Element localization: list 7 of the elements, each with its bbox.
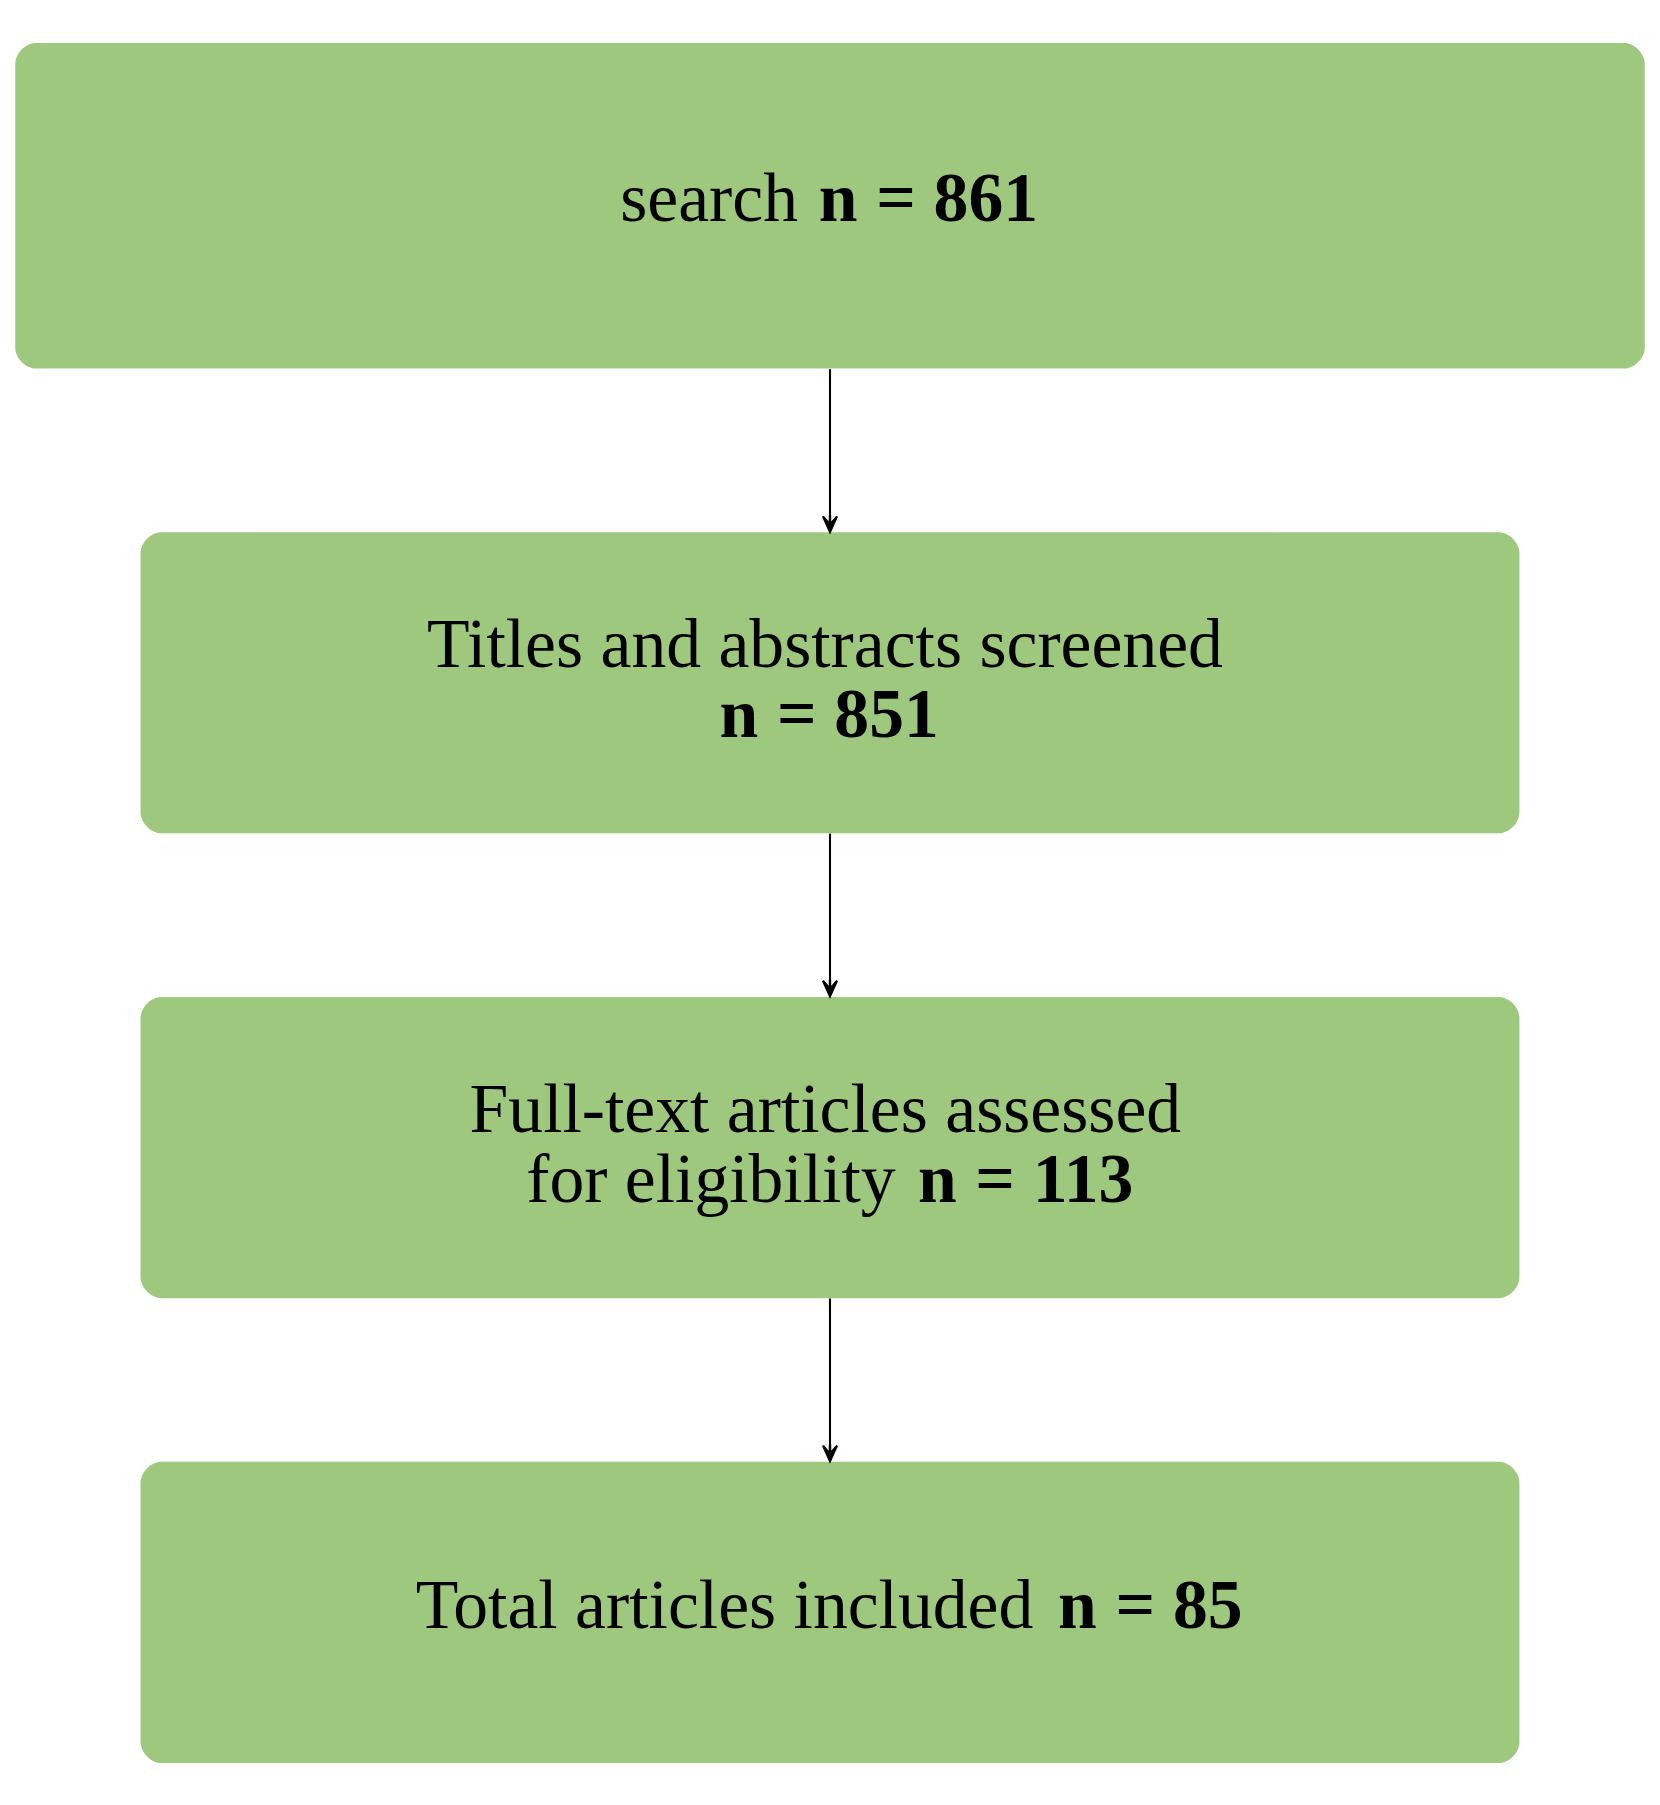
node-box: Titles and abstracts screened n = 851 (140, 531, 1520, 833)
arrow (821, 833, 839, 997)
node-box: Total articles included n = 85 (140, 1461, 1520, 1763)
arrow (821, 1298, 839, 1462)
arrow (821, 368, 839, 533)
node-box: search n = 861 (15, 42, 1645, 368)
node-box: Full-text articles assessed for eligibility n = 113 (140, 996, 1520, 1298)
